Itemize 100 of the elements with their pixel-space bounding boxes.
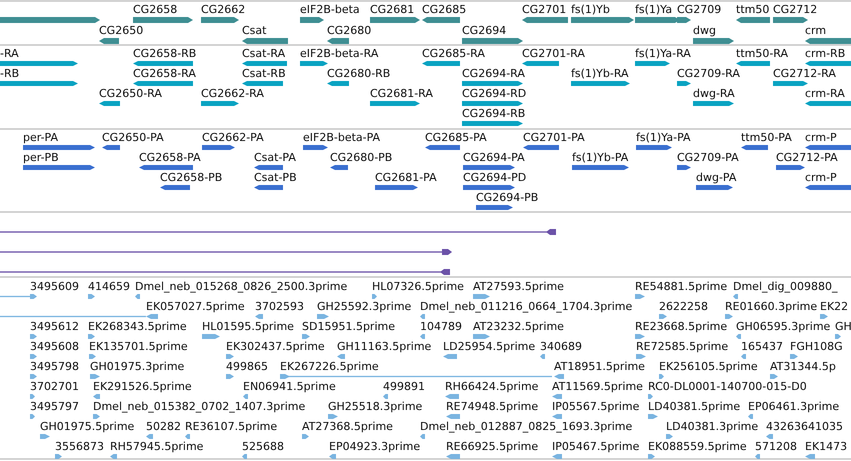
feature-label: AT11569.5prime bbox=[552, 380, 643, 393]
feature-label: eIF2B-beta-PA bbox=[303, 131, 380, 144]
feature-label: 50282 bbox=[146, 420, 181, 433]
feature-label: GH01975.5prime bbox=[40, 420, 134, 433]
feature-label: HL01595.5prime bbox=[202, 320, 294, 333]
feature-label: EK057027.5prime bbox=[146, 300, 245, 313]
feature-label: Dmel_dig_009880_ bbox=[733, 280, 838, 293]
feature-label: EK302437.5prime bbox=[226, 340, 325, 353]
feature-label: 43263641035 bbox=[766, 420, 843, 433]
feature-label: SD15951.5prime bbox=[302, 320, 395, 333]
feature-label: fs(1)Yb-RA bbox=[571, 67, 629, 80]
feature-label: 3495609 bbox=[30, 280, 79, 293]
feature-label: CG2650-RA bbox=[99, 87, 162, 100]
feature-label: FGH108G bbox=[790, 340, 843, 353]
feature-label: GH25592.3prime bbox=[317, 300, 412, 313]
feature-label: CG2701-RA bbox=[522, 47, 585, 60]
feature-label: EP06461.3prime bbox=[748, 400, 840, 413]
feature-label: CG2680-RB bbox=[327, 67, 390, 80]
feature-label: CG2694-PB bbox=[476, 191, 538, 204]
feature-label: EP04923.3prime bbox=[329, 440, 420, 453]
feature-label: Dmel_neb_015268_0826_2500.3prime bbox=[135, 280, 348, 293]
feature-label: 3495612 bbox=[30, 320, 79, 333]
feature-label: CG2681-RA bbox=[370, 87, 433, 100]
feature-label: CG2658-PA bbox=[139, 151, 201, 164]
feature-label: HL07326.5prime bbox=[372, 280, 464, 293]
feature-label: 3702593 bbox=[255, 300, 304, 313]
feature-label: ttm50 bbox=[736, 3, 770, 16]
feature-label: GH06595.3prime bbox=[736, 320, 830, 333]
feature-label: CG2650-PA bbox=[102, 131, 164, 144]
feature-label: crm-RB bbox=[805, 47, 846, 60]
feature-label: CG2662-RA bbox=[201, 87, 264, 100]
feature-label: RC0-DL0001-140700-015-D0 bbox=[648, 380, 807, 393]
feature-label: CG2681-PA bbox=[375, 171, 437, 184]
feature-label: CG2712 bbox=[773, 3, 818, 16]
feature-label: EK268343.5prime bbox=[88, 320, 187, 333]
feature-label: RE36107.5prime bbox=[185, 420, 278, 433]
feature-label: AT27593.5prime bbox=[473, 280, 564, 293]
feature-label: GH01975.3prime bbox=[90, 360, 184, 373]
feature-label: CG2694 bbox=[462, 24, 506, 37]
feature-label: crm-P bbox=[805, 171, 837, 184]
feature-label: crm bbox=[805, 24, 826, 37]
feature-label: EK267226.5prime bbox=[280, 360, 379, 373]
feature-label: Csat-RA bbox=[242, 47, 286, 60]
feature-label: Csat-PB bbox=[254, 171, 297, 184]
feature-label: 165437 bbox=[741, 340, 783, 353]
feature-label: RH57945.5prime bbox=[110, 440, 204, 453]
feature-label: RE66925.5prime bbox=[446, 440, 538, 453]
feature-label: 414659 bbox=[88, 280, 130, 293]
feature-label: eIF2B-beta bbox=[300, 3, 360, 16]
feature-label: Csat bbox=[242, 24, 266, 37]
feature-label: IP05467.5prime bbox=[552, 440, 640, 453]
feature-label: RE74948.5prime bbox=[446, 400, 538, 413]
feature-label: 3556873 bbox=[55, 440, 104, 453]
feature-label: IP05567.5prime bbox=[552, 400, 640, 413]
feature-label: CG2694-PD bbox=[463, 171, 526, 184]
feature-label: RH66424.5prime bbox=[445, 380, 538, 393]
feature-label: CG2694-RA bbox=[462, 67, 525, 80]
feature-label: CG2662-PA bbox=[202, 131, 264, 144]
feature-label: CG2658-RB bbox=[133, 47, 196, 60]
feature-label: GH11163.5prime bbox=[337, 340, 432, 353]
feature-label: Dmel_neb_012887_0825_1693.3prime bbox=[420, 420, 632, 433]
feature-label: fs(1)Yb-PA bbox=[572, 151, 628, 164]
feature-label: CG2680-PB bbox=[330, 151, 392, 164]
feature-label: CG2685 bbox=[422, 3, 466, 16]
feature-label: LD40381.3prime bbox=[666, 420, 758, 433]
feature-label: AT27368.5prime bbox=[302, 420, 393, 433]
feature-label: 3495798 bbox=[30, 360, 79, 373]
feature-label: CG2712-RA bbox=[773, 67, 836, 80]
feature-label: RE23668.5prime bbox=[635, 320, 728, 333]
feature-label: 340689 bbox=[540, 340, 582, 353]
feature-label: EK135701.5prime bbox=[89, 340, 188, 353]
feature-label: Csat-RB bbox=[242, 67, 286, 80]
feature-label: ttm50-RA bbox=[736, 47, 788, 60]
feature-label: CG2701-PA bbox=[523, 131, 585, 144]
feature-label: GH bbox=[835, 320, 851, 333]
feature-label: Csat-PA bbox=[254, 151, 296, 164]
feature-label: LD25954.5prime bbox=[443, 340, 536, 353]
feature-label: GH25518.3prime bbox=[328, 400, 422, 413]
feature-label: CG2709 bbox=[677, 3, 722, 16]
feature-label: CG2712-PA bbox=[776, 151, 838, 164]
feature-label: eIF2B-beta-RA bbox=[300, 47, 378, 60]
feature-label: ttm50-PA bbox=[741, 131, 792, 144]
feature-label: CG2694-PA bbox=[463, 151, 525, 164]
feature-label: per-PB bbox=[23, 151, 59, 164]
feature-label: CG2662 bbox=[201, 3, 246, 16]
feature-label: fs(1)Ya-PA bbox=[636, 131, 691, 144]
feature-label: dwg-RA bbox=[693, 87, 735, 100]
feature-label: CG2658-PB bbox=[160, 171, 222, 184]
feature-label: CG2694-RB bbox=[462, 107, 526, 120]
feature-label: CG2658-RA bbox=[133, 67, 196, 80]
feature-label: CG2658 bbox=[133, 3, 178, 16]
feature-label: per-PA bbox=[23, 131, 58, 144]
feature-label: RE72585.5prime bbox=[636, 340, 728, 353]
feature-label: EK088559.5prime bbox=[648, 440, 747, 453]
feature-label: fs(1)Yb bbox=[571, 3, 610, 16]
feature-label: fs(1)Ya-RA bbox=[635, 47, 691, 60]
feature-label: 3702701 bbox=[30, 380, 79, 393]
feature-label: Dmel_neb_015382_0702_1407.3prime bbox=[93, 400, 306, 413]
feature-label: CG2680 bbox=[327, 24, 372, 37]
feature-label: 499891 bbox=[383, 380, 425, 393]
